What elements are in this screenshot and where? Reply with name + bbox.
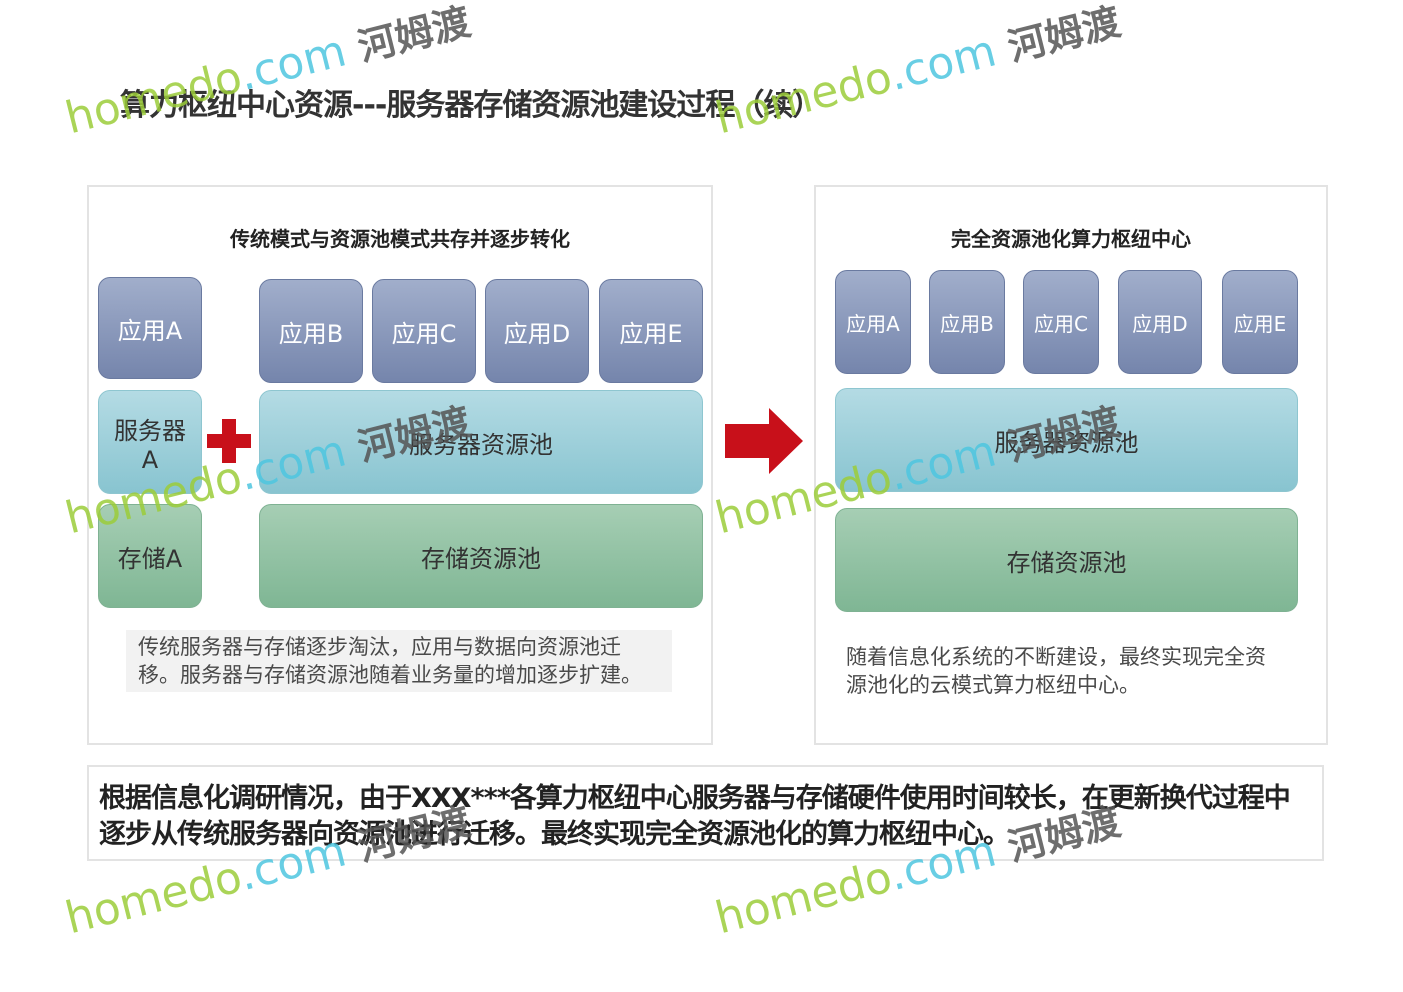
server-pool-box: 服务器资源池 (259, 390, 703, 494)
app-b-box: 应用B (259, 279, 363, 383)
app-a-box: 应用A (98, 277, 202, 379)
app-d-box: 应用D (1118, 270, 1202, 374)
page-title: 算力枢纽中心资源---服务器存储资源池建设过程（续） (120, 88, 822, 123)
app-a-box: 应用A (835, 270, 911, 374)
right-panel-note: 随着信息化系统的不断建设，最终实现完全资源池化的云模式算力枢纽中心。 (846, 645, 1266, 697)
app-e-box: 应用E (1222, 270, 1298, 374)
left-panel-title: 传统模式与资源池模式共存并逐步转化 (230, 227, 570, 251)
right-panel-title: 完全资源池化算力枢纽中心 (951, 227, 1191, 251)
storage-a-box: 存储A (98, 504, 202, 608)
app-b-box: 应用B (929, 270, 1005, 374)
storage-pool-box: 存储资源池 (835, 508, 1298, 612)
left-panel-note: 传统服务器与存储逐步淘汰，应用与数据向资源池迁移。服务器与存储资源池随着业务量的… (126, 630, 672, 692)
right-arrow-icon (725, 408, 803, 478)
storage-pool-box: 存储资源池 (259, 504, 703, 608)
app-d-box: 应用D (485, 279, 589, 383)
server-pool-box: 服务器资源池 (835, 388, 1298, 492)
app-e-box: 应用E (599, 279, 703, 383)
app-c-box: 应用C (1023, 270, 1099, 374)
server-a-box: 服务器A (98, 390, 202, 494)
left-panel: 传统模式与资源池模式共存并逐步转化 应用A 应用B 应用C 应用D 应用E 服务… (87, 185, 713, 745)
summary-text: 根据信息化调研情况，由于XXX***各算力枢纽中心服务器与存储硬件使用时间较长，… (87, 765, 1324, 861)
right-panel: 完全资源池化算力枢纽中心 应用A 应用B 应用C 应用D 应用E 服务器资源池 … (814, 185, 1328, 745)
app-c-box: 应用C (372, 279, 476, 383)
plus-icon (207, 419, 251, 463)
